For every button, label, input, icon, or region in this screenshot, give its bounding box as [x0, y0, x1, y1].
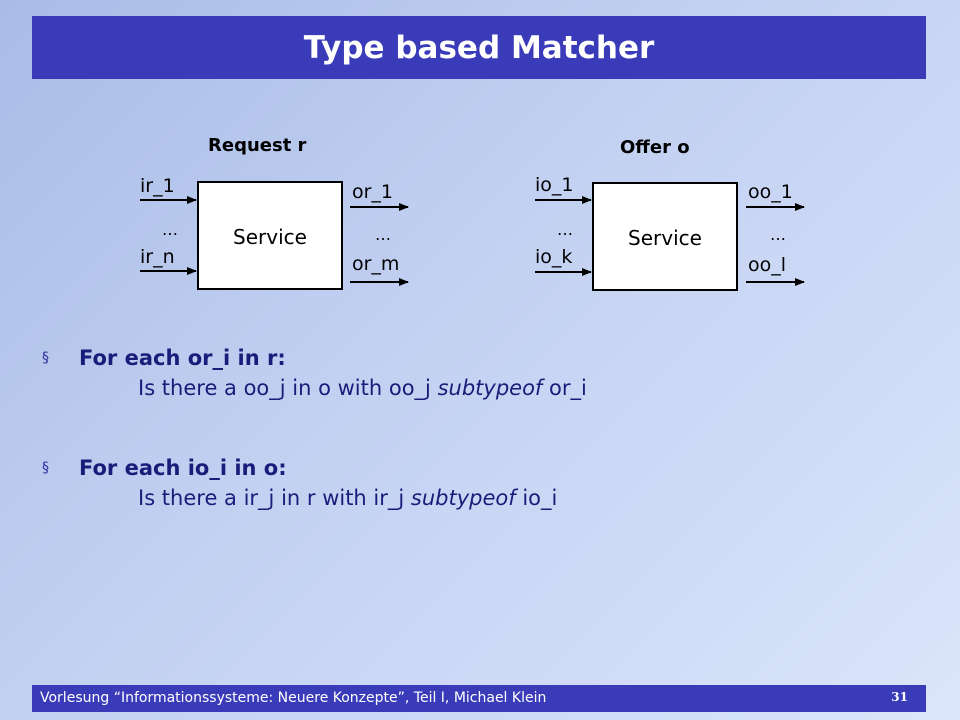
- bullet-marker: §: [42, 460, 49, 476]
- footer-bar: Vorlesung “Informationssysteme: Neuere K…: [32, 685, 926, 712]
- bullet-heading: For each io_i in o:: [79, 456, 287, 480]
- request-header: Request r: [208, 135, 307, 156]
- page-number: 31: [891, 690, 908, 704]
- request-group: Request r Service ir_1 … ir_n or_1 … or_…: [140, 135, 409, 290]
- offer-group: Offer o Service io_1 … io_k oo_1 … oo_l: [535, 137, 805, 291]
- request-input-ellipsis: …: [162, 220, 178, 239]
- offer-header: Offer o: [620, 137, 690, 158]
- offer-input-last: io_k: [535, 246, 572, 268]
- bullet-subline: Is there a ir_j in r with ir_j subtypeof…: [138, 483, 922, 513]
- bullet-input-check: § For each io_i in o: Is there a ir_j in…: [42, 453, 922, 513]
- bullet-heading: For each or_i in r:: [79, 346, 286, 370]
- bullet-sub-text-end: or_i: [542, 376, 587, 400]
- bullet-marker: §: [42, 350, 49, 366]
- footer-text: Vorlesung “Informationssysteme: Neuere K…: [40, 690, 547, 706]
- slide-title: Type based Matcher: [303, 29, 655, 66]
- bullet-sub-emphasis: subtypeof: [437, 376, 543, 400]
- request-service-label: Service: [233, 225, 307, 249]
- bullet-output-check: § For each or_i in r: Is there a oo_j in…: [42, 343, 922, 403]
- offer-service-label: Service: [628, 226, 702, 250]
- request-input-first: ir_1: [140, 175, 175, 197]
- request-service-box: [197, 181, 343, 290]
- offer-output-ellipsis: …: [770, 225, 786, 244]
- bullet-subline: Is there a oo_j in o with oo_j subtypeof…: [138, 373, 922, 403]
- service-diagram: Request r Service ir_1 … ir_n or_1 … or_…: [140, 135, 805, 291]
- request-output-first: or_1: [352, 181, 393, 203]
- offer-output-first: oo_1: [748, 181, 793, 203]
- bullet-sub-text-end: io_i: [515, 486, 558, 510]
- request-output-last: or_m: [352, 253, 399, 275]
- offer-input-ellipsis: …: [557, 220, 573, 239]
- offer-service-box: [592, 182, 738, 291]
- bullet-sub-text: Is there a oo_j in o with oo_j: [138, 376, 438, 400]
- offer-input-first: io_1: [535, 174, 574, 196]
- request-input-last: ir_n: [140, 246, 175, 268]
- offer-output-last: oo_l: [748, 254, 786, 276]
- bullet-sub-text: Is there a ir_j in r with ir_j: [138, 486, 411, 510]
- title-bar: Type based Matcher: [32, 16, 926, 79]
- bullet-sub-emphasis: subtypeof: [410, 486, 516, 510]
- request-output-ellipsis: …: [375, 225, 391, 244]
